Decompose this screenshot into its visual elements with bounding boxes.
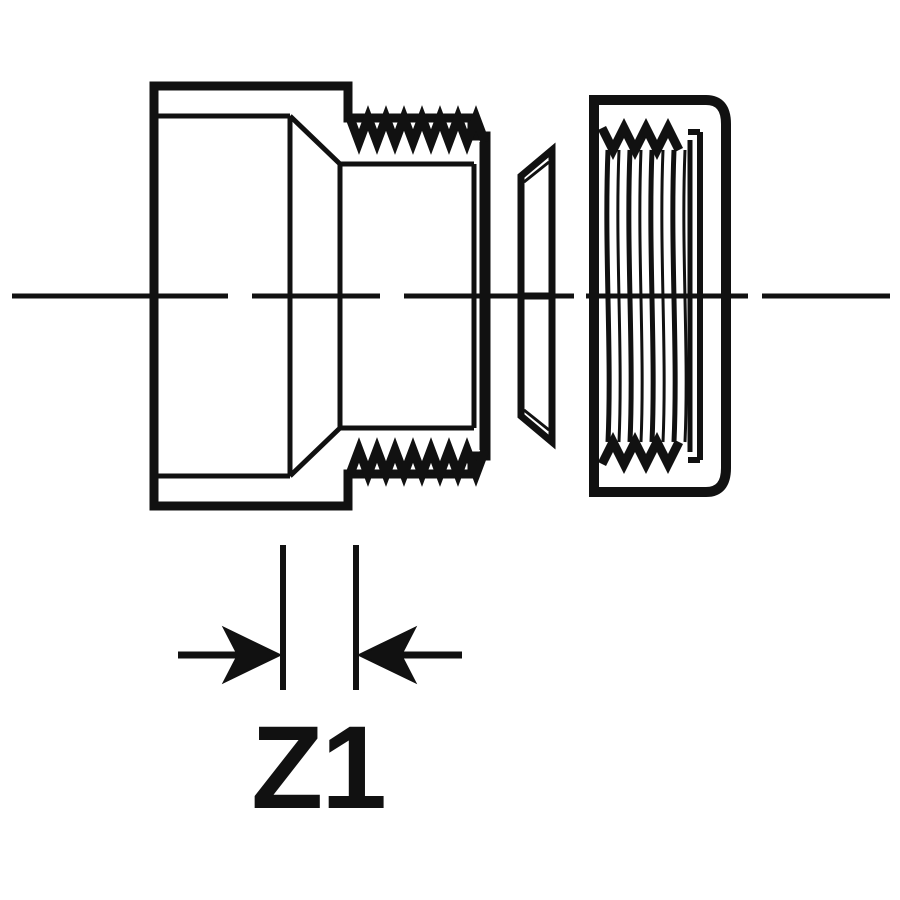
nut-outer-profile [589, 95, 731, 497]
socket-chamfer-top [288, 114, 342, 166]
dimension-annotation-z1: Z1 [178, 545, 462, 834]
socket-fitting-component [149, 81, 491, 511]
dimension-arrow-right-head [356, 625, 418, 685]
gasket-inner-taper-bottom [523, 408, 550, 432]
dimension-label-z1: Z1 [251, 702, 385, 834]
nut-female-thread-bottom [597, 431, 684, 475]
conical-gasket-component [517, 142, 556, 450]
socket-chamfer-bottom [288, 426, 342, 478]
dimension-arrow-left-head [221, 625, 283, 685]
gasket-inner-taper-top [523, 160, 550, 184]
nut-wall-end-caps [688, 129, 700, 463]
socket-male-thread-top [345, 105, 490, 155]
nut-female-thread-top [597, 117, 684, 161]
nut-thread-helix-lines [604, 149, 688, 443]
gasket-lower-section [517, 292, 556, 450]
union-nut-component [589, 95, 731, 497]
socket-male-thread-bottom [345, 437, 490, 487]
